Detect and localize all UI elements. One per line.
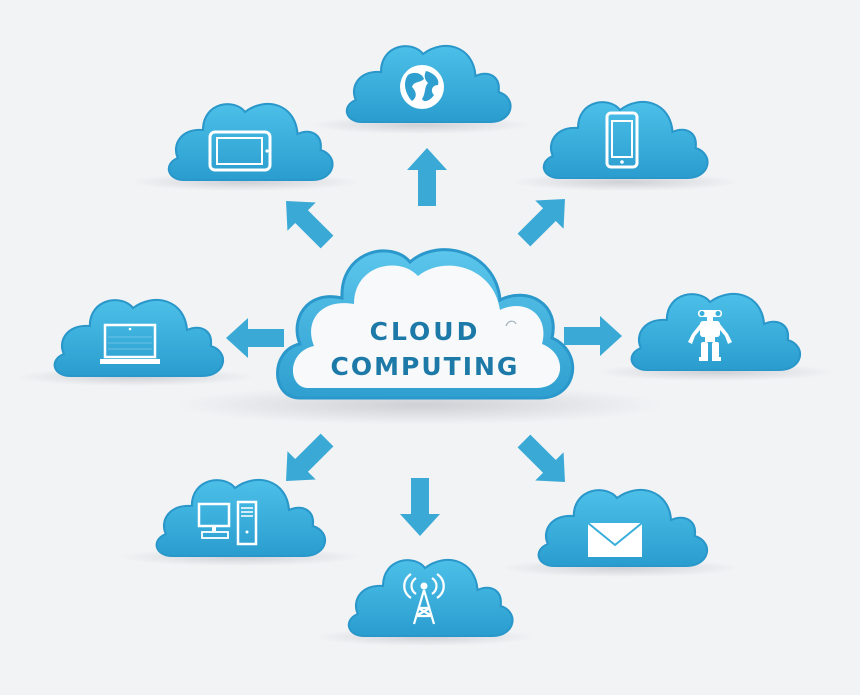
arrow-up-left	[271, 186, 342, 257]
desktop-computer-icon	[197, 500, 258, 546]
envelope-icon	[587, 522, 643, 557]
arrow-down-right	[509, 426, 580, 497]
cloud-antenna	[347, 558, 514, 638]
robot-icon	[688, 310, 732, 361]
laptop-icon	[100, 323, 160, 364]
arrow-down-left	[271, 425, 342, 496]
cloud-laptop	[53, 298, 225, 378]
arrow-right	[564, 316, 622, 356]
globe-icon	[400, 65, 444, 109]
title-line-cloud: CLOUD	[369, 317, 481, 346]
antenna-tower-icon	[403, 573, 445, 625]
arrow-up	[407, 148, 447, 206]
smartphone-icon	[605, 111, 639, 169]
title-line-computing: COMPUTING	[330, 352, 520, 381]
central-cloud	[276, 248, 575, 400]
arrow-left	[226, 318, 284, 358]
arrow-down	[400, 478, 440, 536]
arrow-up-right	[509, 184, 580, 255]
tablet-icon	[208, 130, 272, 172]
